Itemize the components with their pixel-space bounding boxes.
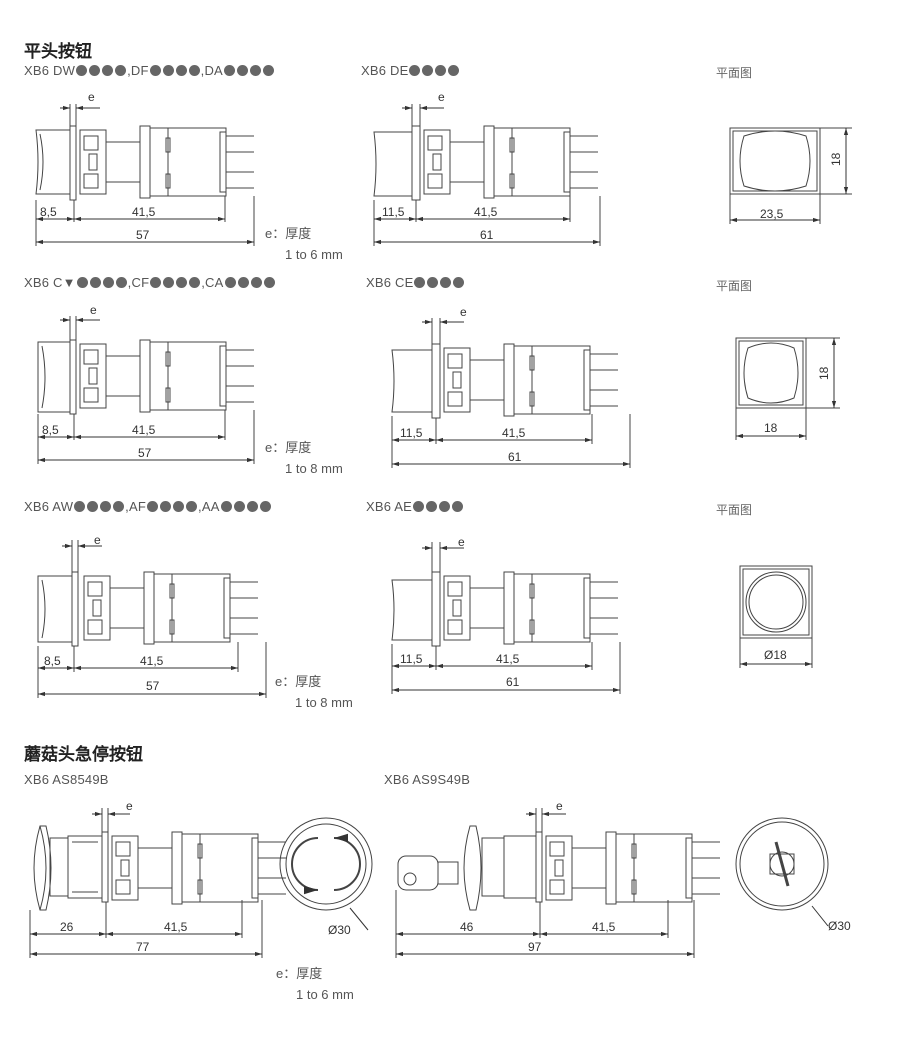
dim-plan-w-r1: 23,5 [760, 207, 784, 221]
plan-view-r1 [730, 128, 852, 224]
dim-total-r1-right: 61 [480, 228, 494, 242]
dim-b-r3-left: 41,5 [140, 654, 164, 668]
thickness-range-mushroom: 1 to 6 mm [296, 987, 354, 1002]
dim-e-r3-right: e [458, 535, 465, 549]
dim-total-r1-left: 57 [136, 228, 150, 242]
dim-e-r3-left: e [94, 533, 101, 547]
dim-plan-h-r2: 18 [817, 366, 831, 380]
dim-a-r2-left: 8,5 [42, 423, 59, 437]
section-title-flat-buttons: 平头按钮 [24, 42, 92, 61]
dim-b-mushroom-right: 41,5 [592, 920, 616, 934]
thickness-range-r3: 1 to 8 mm [295, 695, 353, 710]
mushroom-left-front-view [280, 818, 372, 930]
model-label-mushroom-right: XB6 AS9S49B [384, 772, 471, 787]
mushroom-right-front-view [736, 818, 828, 926]
dim-b-mushroom-left: 41,5 [164, 920, 188, 934]
dim-a-mushroom-right: 46 [460, 920, 474, 934]
dim-e-r1-left: e [88, 90, 95, 104]
dim-a-mushroom-left: 26 [60, 920, 74, 934]
plan-view-label-r1: 平面图 [716, 66, 753, 80]
dim-a-r3-right: 11,5 [400, 652, 423, 666]
model-label-r2-left: XB6 C▼,CF,CA [24, 275, 276, 290]
dim-e-r2-left: e [90, 303, 97, 317]
dim-e-r2-right: e [460, 305, 467, 319]
dim-a-r1-left: 8,5 [40, 205, 57, 219]
dim-total-r3-left: 57 [146, 679, 160, 693]
model-label-mushroom-left: XB6 AS8549B [24, 772, 109, 787]
thickness-range-r1: 1 to 6 mm [285, 247, 343, 262]
dim-e-r1-right: e [438, 90, 445, 104]
drawing-r1-right [374, 104, 600, 246]
thickness-range-r2: 1 to 8 mm [285, 461, 343, 476]
dim-a-r1-right: 11,5 [382, 205, 405, 219]
model-label-r2-right: XB6 CE [366, 275, 465, 290]
thickness-label-r1: e：厚度 [265, 226, 312, 241]
dim-total-r2-right: 61 [508, 450, 522, 464]
dim-b-r1-left: 41,5 [132, 205, 156, 219]
drawing-r2-right [392, 318, 630, 468]
thickness-label-r3: e：厚度 [275, 674, 322, 689]
plan-view-label-r3: 平面图 [716, 503, 753, 517]
dim-b-r3-right: 41,5 [496, 652, 520, 666]
drawing-r2-left [38, 316, 255, 464]
plan-view-label-r2: 平面图 [716, 279, 753, 293]
section-title-mushroom: 蘑菇头急停按钮 [24, 745, 143, 764]
dim-plan-d-r3: Ø18 [764, 648, 787, 662]
model-label-r1-right: XB6 DE [361, 63, 460, 78]
thickness-label-r2: e：厚度 [265, 440, 312, 455]
model-label-r3-right: XB6 AE [366, 499, 464, 514]
dim-total-mushroom-left: 77 [136, 940, 150, 954]
drawing-mushroom-right [396, 808, 721, 958]
drawing-r3-left [38, 540, 266, 698]
plan-view-r2 [736, 338, 840, 440]
model-label-r1-left: XB6 DW,DF,DA [24, 63, 275, 78]
dim-e-mushroom-left: e [126, 799, 133, 813]
dim-plan-h-r1: 18 [829, 152, 843, 166]
dim-total-mushroom-right: 97 [528, 940, 542, 954]
drawing-r3-right [392, 542, 620, 694]
model-label-r3-left: XB6 AW,AF,AA [24, 499, 272, 514]
dim-total-r3-right: 61 [506, 675, 520, 689]
dim-total-r2-left: 57 [138, 446, 152, 460]
thickness-label-mushroom: e：厚度 [276, 966, 323, 981]
dim-plan-w-r2: 18 [764, 421, 778, 435]
dim-b-r1-right: 41,5 [474, 205, 498, 219]
plan-view-r3 [740, 566, 812, 668]
dim-e-mushroom-right: e [556, 799, 563, 813]
dim-d-mushroom-left: Ø30 [328, 923, 351, 937]
dim-a-r2-right: 11,5 [400, 426, 423, 440]
dim-a-r3-left: 8,5 [44, 654, 61, 668]
dim-b-r2-right: 41,5 [502, 426, 526, 440]
dim-b-r2-left: 41,5 [132, 423, 156, 437]
drawing-mushroom-left [30, 808, 287, 958]
drawing-r1-left [36, 104, 255, 246]
dim-d-mushroom-right: Ø30 [828, 919, 851, 933]
